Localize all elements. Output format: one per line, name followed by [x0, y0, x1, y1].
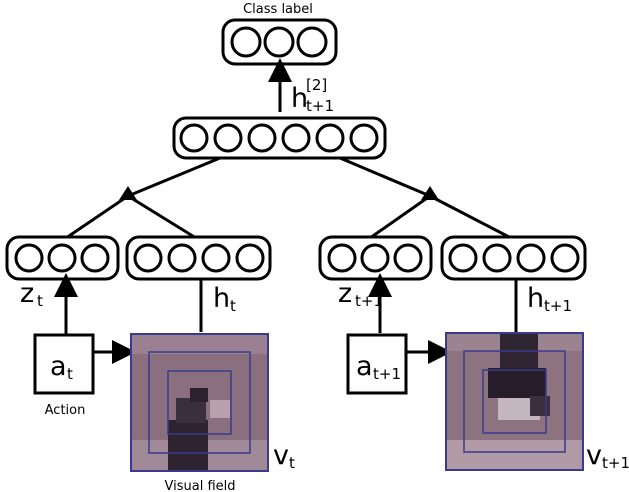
svg-text:v: v — [586, 440, 602, 471]
svg-text:t+1: t+1 — [373, 365, 401, 383]
svg-text:v: v — [273, 440, 289, 471]
svg-text:z: z — [20, 278, 34, 309]
merge-right — [339, 156, 512, 240]
visual-field-label: Visual field — [165, 479, 236, 492]
svg-text:t: t — [230, 297, 236, 315]
z-t1-layer — [318, 235, 433, 281]
z-t-layer — [5, 235, 120, 281]
svg-text:h: h — [291, 83, 308, 114]
svg-text:z: z — [338, 278, 352, 309]
svg-text:h: h — [213, 283, 230, 314]
visual-field-t-image — [130, 333, 269, 472]
action-label: Action — [45, 403, 86, 418]
action-a-t1-box: a t+1 — [346, 333, 408, 395]
svg-text:t: t — [289, 454, 295, 472]
output-layer — [221, 18, 338, 66]
merge-left — [65, 156, 221, 240]
z-t1-label: z t+1 — [338, 278, 383, 310]
hidden-layer-2 — [172, 116, 387, 160]
svg-text:t: t — [67, 365, 73, 383]
z-t-label: z t — [20, 278, 43, 310]
svg-text:t+1: t+1 — [544, 297, 572, 315]
v-t-label: v t — [273, 440, 295, 472]
visual-field-t1-image — [445, 332, 584, 471]
h-t-label: h t — [213, 283, 236, 315]
svg-text:t: t — [37, 292, 43, 310]
h-t1-label: h t+1 — [527, 283, 572, 315]
class-label-text: Class label — [243, 2, 313, 17]
svg-text:[2]: [2] — [306, 76, 327, 94]
svg-text:h: h — [527, 283, 544, 314]
v-t1-label: v t+1 — [586, 440, 629, 472]
svg-text:a: a — [50, 351, 67, 382]
svg-text:t+1: t+1 — [602, 454, 629, 472]
svg-text:t+1: t+1 — [306, 97, 334, 115]
h-t1-layer — [440, 235, 587, 281]
svg-text:a: a — [356, 351, 373, 382]
h-t-layer — [125, 235, 272, 281]
action-a-t-box: a t — [33, 333, 95, 395]
h2-label: h [2] t+1 — [291, 76, 334, 115]
